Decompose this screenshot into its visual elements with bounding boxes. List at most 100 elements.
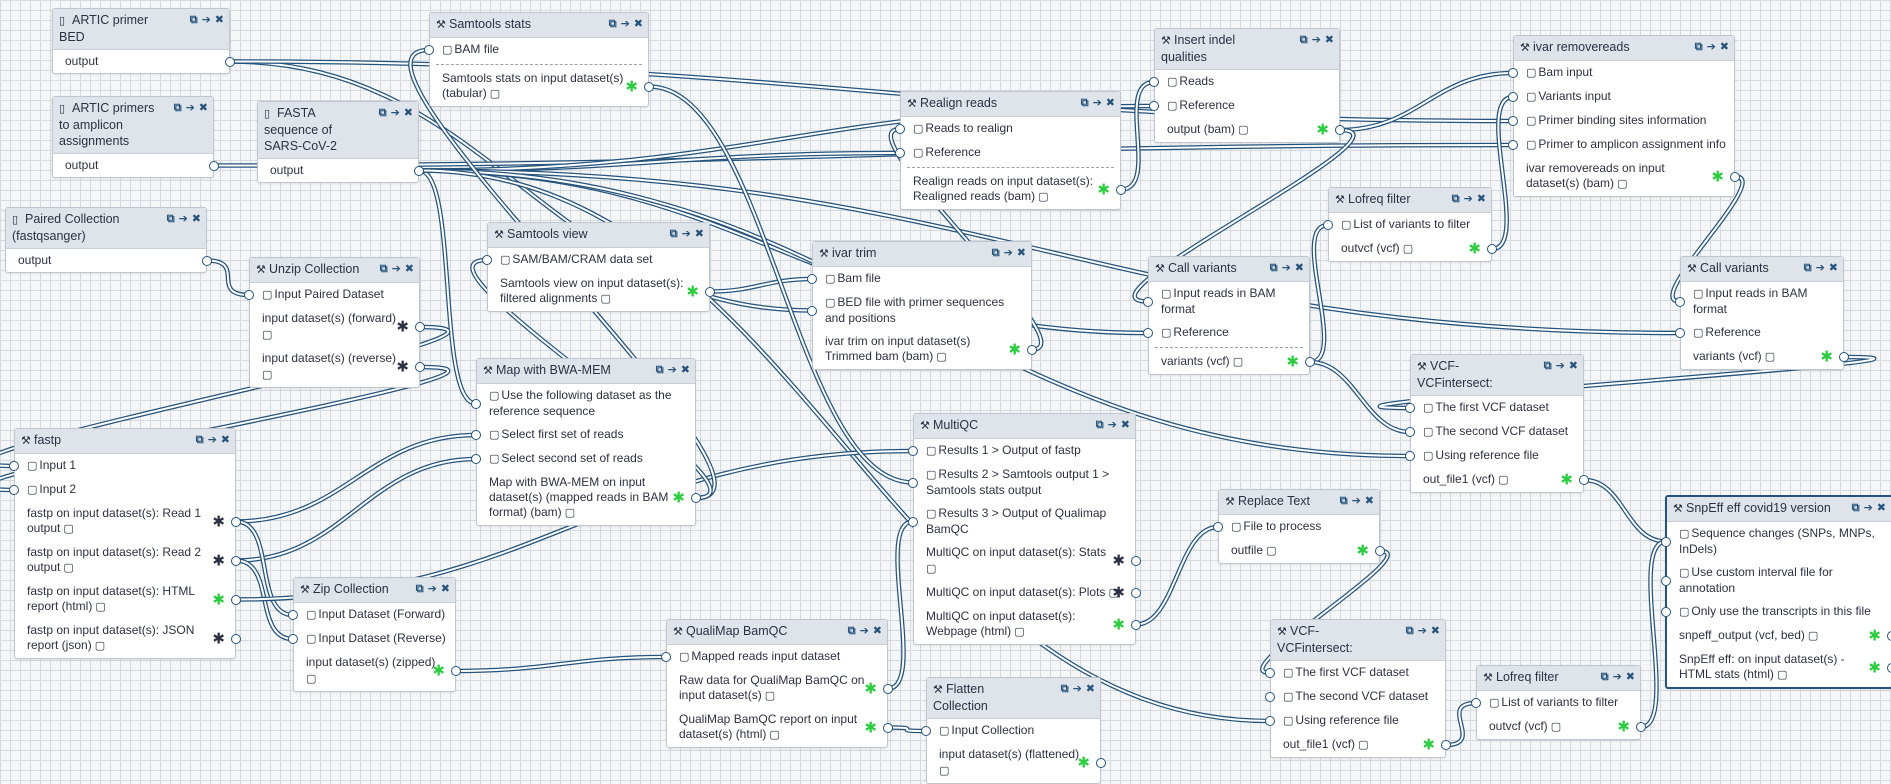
output-port-row[interactable]: outvcf (vcf) ▢✱ (1329, 237, 1497, 261)
input-port-row[interactable]: ▢Reference (1143, 321, 1309, 345)
node-unzip-collection[interactable]: ⚒Unzip Collection⧉➔✖▢Input Paired Datase… (244, 257, 425, 388)
output-terminal[interactable] (1305, 357, 1315, 367)
input-port-row[interactable]: ▢The second VCF dataset (1265, 685, 1445, 709)
output-terminal[interactable] (691, 493, 701, 503)
copy-icon[interactable]: ⧉ (1851, 502, 1860, 514)
workflow-output-marker-icon[interactable]: ✱ (1868, 627, 1881, 645)
output-terminal[interactable] (1887, 662, 1891, 673)
workflow-output-marker-icon[interactable]: ✱ (1356, 542, 1369, 560)
input-port-row[interactable]: ▢Reference (895, 141, 1120, 165)
copy-icon[interactable]: ⧉ (991, 247, 1000, 259)
output-terminal[interactable] (1131, 588, 1141, 598)
arrow-right-icon[interactable]: ➔ (185, 102, 195, 114)
node-header[interactable]: ⚒ivar removereads⧉➔✖ (1514, 36, 1734, 61)
node-header[interactable]: ⚒Zip Collection⧉➔✖ (294, 578, 455, 603)
input-port-row[interactable]: ▢Bam file (807, 267, 1031, 291)
output-port-row[interactable]: MultiQC on input dataset(s): Plots ▢✱ (914, 581, 1141, 605)
input-terminal[interactable] (1213, 522, 1223, 532)
input-terminal[interactable] (895, 124, 905, 134)
output-port-row[interactable]: out_file1 (vcf) ▢✱ (1271, 733, 1451, 757)
node-lofreq-filter[interactable]: ⚒Lofreq filter⧉➔✖▢List of variants to fi… (1471, 665, 1646, 740)
close-icon[interactable]: ✖ (403, 107, 413, 119)
workflow-output-marker-icon[interactable]: ✱ (1617, 718, 1630, 736)
output-port-row[interactable]: output (bam) ▢✱ (1155, 118, 1345, 142)
close-icon[interactable]: ✖ (694, 228, 704, 240)
node-header[interactable]: ⚒Call variants⧉➔✖ (1149, 257, 1309, 282)
input-port-row[interactable]: ▢BED file with primer sequences and posi… (807, 291, 1031, 330)
close-icon[interactable]: ✖ (1016, 247, 1026, 259)
output-terminal[interactable] (1116, 184, 1126, 195)
copy-icon[interactable]: ⧉ (847, 625, 856, 637)
output-port-row[interactable]: ivar trim on input dataset(s) Trimmed ba… (813, 330, 1037, 369)
input-port-row[interactable]: ▢The second VCF dataset (1405, 420, 1583, 444)
copy-icon[interactable]: ⧉ (669, 228, 678, 240)
node-header[interactable]: ⚒Replace Text⧉➔✖ (1219, 490, 1379, 515)
node-header[interactable]: ▯ARTIC primer BED⧉➔✖ (53, 9, 229, 50)
close-icon[interactable]: ✖ (1294, 262, 1304, 274)
copy-icon[interactable]: ⧉ (1299, 34, 1308, 46)
workflow-output-marker-icon[interactable]: ✱ (1077, 754, 1090, 772)
node-multiqc[interactable]: ⚒MultiQC⧉➔✖▢Results 1 > Output of fastp▢… (908, 413, 1141, 645)
close-icon[interactable]: ✖ (1568, 360, 1578, 372)
node-header[interactable]: ⚒fastp⧉➔✖ (15, 429, 235, 454)
node-header[interactable]: ⚒Lofreq filter⧉➔✖ (1477, 666, 1640, 691)
node-header[interactable]: ⚒ivar trim⧉➔✖ (813, 242, 1031, 267)
output-port-row[interactable]: output (53, 154, 219, 177)
input-port-row[interactable]: ▢Input Paired Dataset (244, 283, 419, 307)
output-port-row[interactable]: output (53, 50, 235, 73)
input-terminal[interactable] (1265, 668, 1275, 678)
copy-icon[interactable]: ⧉ (195, 434, 204, 446)
node-artic-primer-bed[interactable]: ▯ARTIC primer BED⧉➔✖output (52, 8, 235, 74)
output-terminal[interactable] (202, 255, 212, 266)
output-terminal[interactable] (225, 56, 235, 67)
arrow-right-icon[interactable]: ➔ (1555, 360, 1565, 372)
input-terminal[interactable] (1405, 403, 1415, 413)
output-terminal[interactable] (1131, 556, 1141, 566)
close-icon[interactable]: ✖ (1719, 41, 1729, 53)
arrow-right-icon[interactable]: ➔ (1351, 495, 1361, 507)
close-icon[interactable]: ✖ (1085, 683, 1095, 695)
input-port-row[interactable]: ▢Select second set of reads (471, 447, 695, 471)
output-port-row[interactable]: MultiQC on input dataset(s): Stats ▢✱ (914, 541, 1141, 581)
close-icon[interactable]: ✖ (1876, 502, 1886, 514)
input-terminal[interactable] (471, 430, 481, 440)
input-port-row[interactable]: ▢Use custom interval file for annotation (1661, 561, 1891, 600)
input-terminal[interactable] (1405, 451, 1415, 461)
input-port-row[interactable]: ▢Primer to amplicon assignment info (1508, 133, 1734, 157)
output-terminal[interactable] (1487, 244, 1497, 254)
input-port-row[interactable]: ▢Using reference file (1265, 709, 1445, 733)
input-terminal[interactable] (1405, 427, 1415, 437)
copy-icon[interactable]: ⧉ (608, 18, 617, 30)
node-map-with-bwa-mem[interactable]: ⚒Map with BWA-MEM⧉➔✖▢Use the following d… (471, 358, 701, 526)
node-paired-collection-fastqsanger[interactable]: ▯Paired Collection (fastqsanger)⧉➔✖outpu… (5, 207, 212, 273)
copy-icon[interactable]: ⧉ (1095, 419, 1104, 431)
output-terminal[interactable] (231, 555, 241, 566)
node-header[interactable]: ⚒Flatten Collection⧉➔✖ (927, 678, 1100, 719)
output-terminal[interactable] (231, 594, 241, 605)
input-port-row[interactable]: ▢Reference (1149, 94, 1339, 118)
arrow-right-icon[interactable]: ➔ (620, 18, 630, 30)
node-call-variants[interactable]: ⚒Call variants⧉➔✖▢Input reads in BAM for… (1675, 256, 1849, 370)
output-port-row[interactable]: Realign reads on input dataset(s): Reali… (901, 170, 1126, 209)
workflow-output-marker-icon[interactable]: ✱ (1560, 471, 1573, 489)
input-port-row[interactable]: ▢SAM/BAM/CRAM data set (482, 248, 709, 272)
input-terminal[interactable] (482, 255, 492, 265)
input-port-row[interactable]: ▢Input Dataset (Forward) (288, 603, 455, 627)
copy-icon[interactable]: ⧉ (655, 364, 664, 376)
close-icon[interactable]: ✖ (1324, 34, 1334, 46)
input-terminal[interactable] (288, 610, 298, 620)
output-port-row[interactable]: Samtools stats on input dataset(s) (tabu… (430, 67, 654, 106)
close-icon[interactable]: ✖ (1120, 419, 1130, 431)
output-terminal[interactable] (231, 633, 241, 644)
input-port-row[interactable]: ▢Use the following dataset as the refere… (471, 384, 695, 423)
input-terminal[interactable] (908, 446, 918, 456)
output-terminal[interactable] (1375, 546, 1385, 556)
copy-icon[interactable]: ⧉ (166, 213, 175, 225)
copy-icon[interactable]: ⧉ (1060, 683, 1069, 695)
copy-icon[interactable]: ⧉ (415, 583, 424, 595)
workflow-output-marker-icon[interactable]: ✱ (1711, 168, 1724, 185)
